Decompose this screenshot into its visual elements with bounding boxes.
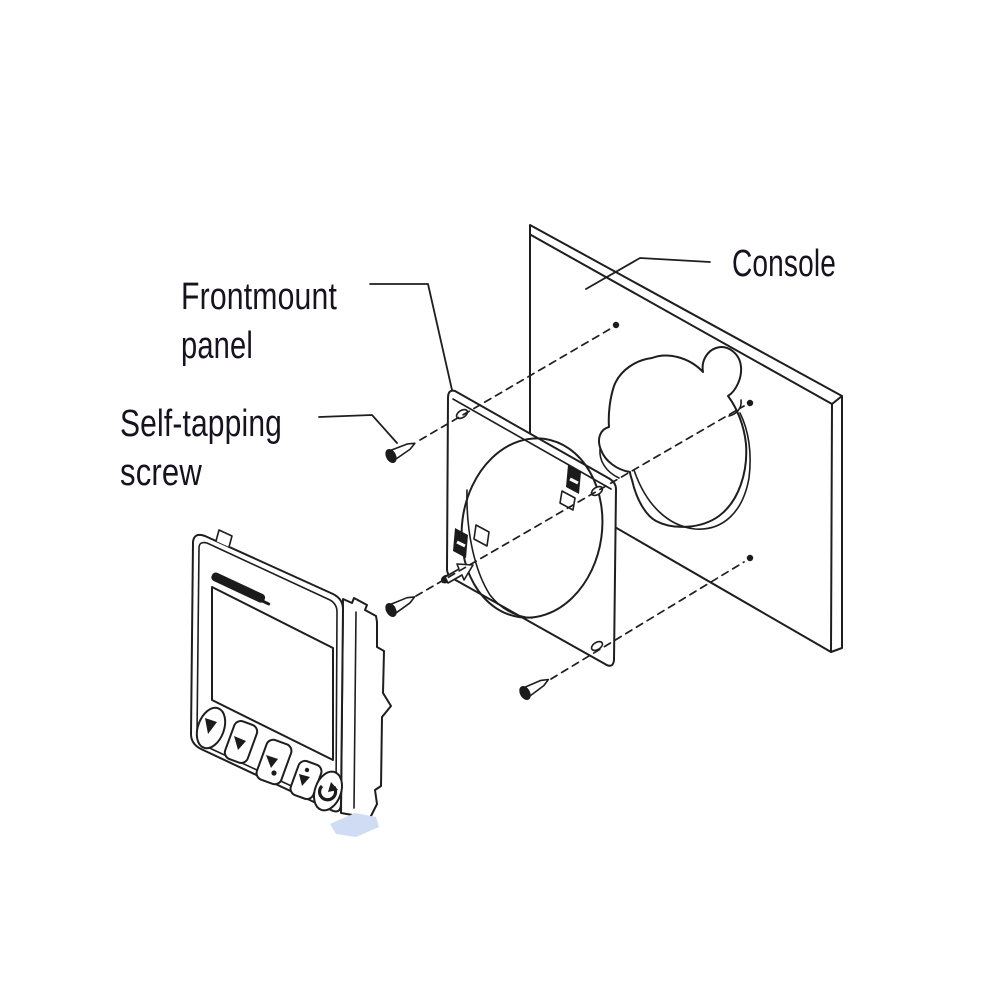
button-2-glyph [234, 736, 246, 750]
brand-logo-mark [211, 572, 271, 606]
console-keyhole-cutout [598, 346, 751, 530]
display-top-clip [215, 529, 233, 548]
panel-round-opening [460, 437, 604, 619]
button-row [195, 706, 344, 812]
frontmount-panel [440, 389, 617, 667]
display-unit [190, 529, 392, 837]
button-1-glyph [205, 718, 217, 734]
label-frontmount: Frontmount [181, 276, 337, 318]
target-dot-top [612, 321, 620, 329]
highlight-smudge [330, 813, 379, 837]
button-3-glyph [266, 755, 278, 768]
display-screen [211, 586, 334, 761]
console-front-face [530, 235, 832, 652]
label-panel: panel [181, 325, 253, 367]
panel-opening-thickness [466, 489, 533, 619]
self-tapping-screws [385, 442, 550, 700]
panel-top-thickness [452, 398, 612, 490]
console-top-edge [530, 225, 842, 404]
cutout-thickness-line [633, 412, 751, 530]
axis-top [419, 328, 611, 441]
panel-insertion-arrow [440, 563, 474, 584]
leader-lines [318, 257, 711, 444]
alignment-axes [415, 328, 745, 680]
axis-middle [415, 405, 745, 597]
panel-screw-hole-top-left [455, 408, 469, 420]
label-console: Console [732, 243, 836, 285]
display-unit-side [340, 597, 392, 819]
target-dot-bottom [746, 554, 754, 562]
screw-1 [385, 442, 416, 464]
button-4-glyph [299, 774, 310, 786]
leader-self-tapping-screw [318, 414, 398, 444]
console-screw-target-dots [612, 321, 754, 562]
console-right-edge [831, 396, 842, 652]
leader-frontmount-panel [369, 283, 453, 391]
panel-clip-top [559, 465, 581, 511]
axis-bottom [550, 561, 745, 680]
label-screw: screw [120, 452, 202, 494]
label-self-tapping: Self-tapping [120, 403, 282, 445]
panel-clip-left [453, 524, 490, 558]
leader-console [585, 257, 711, 290]
cutout-left-ear-thickness [599, 448, 620, 479]
button-5 [312, 770, 344, 812]
button-5-glyph [317, 782, 338, 802]
screw-3 [519, 678, 550, 700]
labels: Frontmount panel Self-tapping screw Cons… [120, 243, 836, 494]
cutout-right-ear-thickness [728, 399, 742, 417]
target-dot-middle [746, 399, 754, 407]
screw-2 [385, 596, 416, 617]
